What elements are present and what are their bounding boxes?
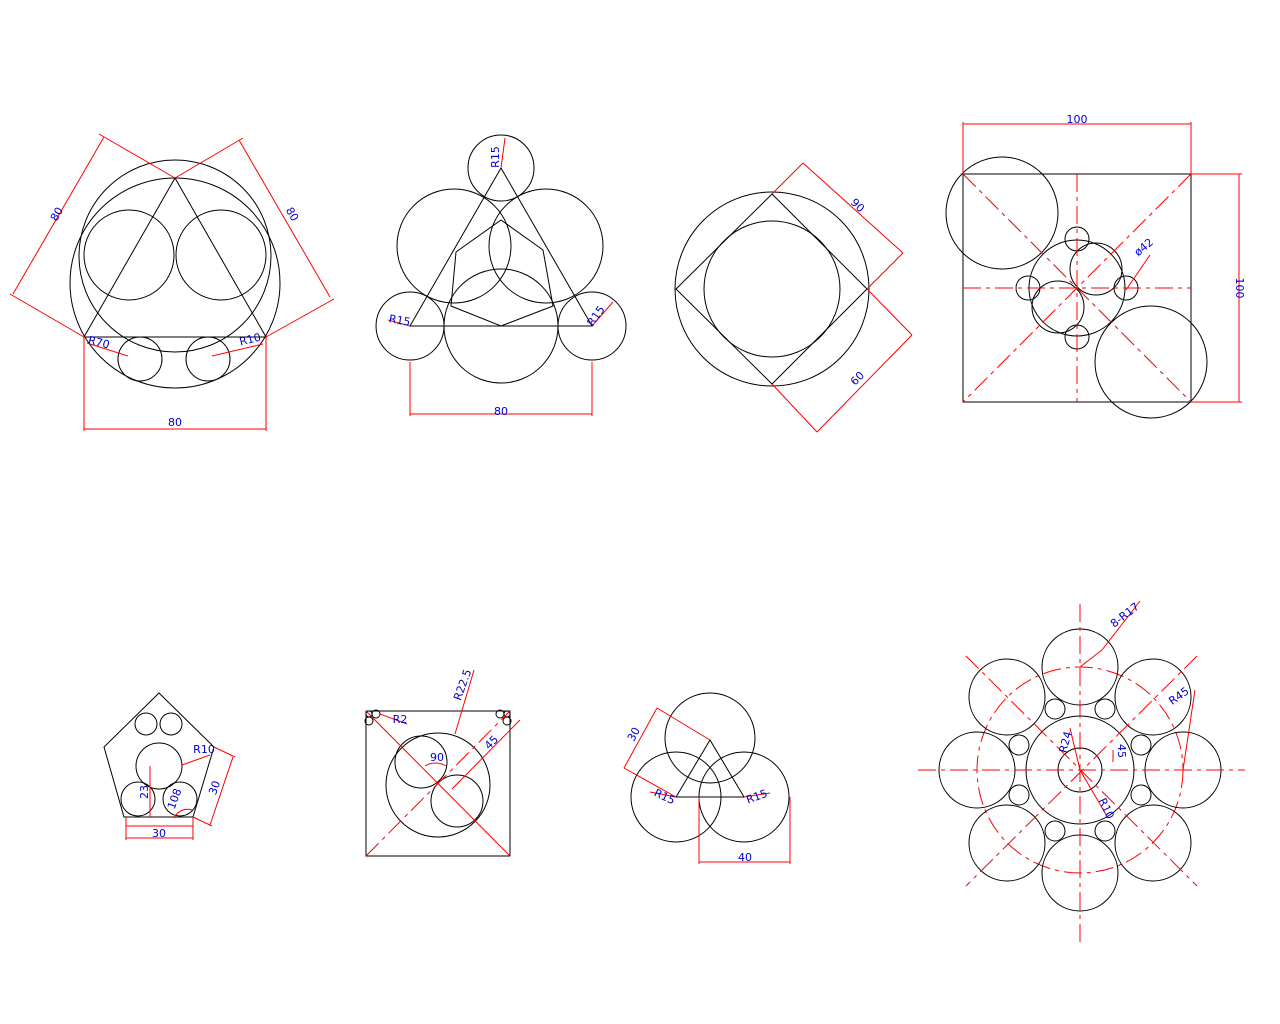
dim-label: 40	[738, 851, 752, 864]
figure-triangle-three-circles: 30 R15 R15 40	[623, 692, 791, 864]
dim-label: R15	[585, 303, 608, 328]
dim-label: ø42	[1132, 236, 1156, 259]
dim-label: 30	[625, 725, 643, 743]
figure-triangle-with-circles: R15 R15 R15 80	[375, 134, 627, 418]
dim-label: R2	[393, 713, 408, 726]
dim-label: 108	[165, 787, 184, 811]
dim-label: R15	[489, 146, 502, 168]
dim-label: 30	[152, 827, 166, 840]
dim-label: R15	[388, 312, 412, 329]
dim-label: 90	[430, 751, 444, 764]
dim-label: 30	[206, 779, 223, 797]
dim-label: R10	[238, 331, 262, 349]
dim-label: 100	[1233, 278, 1246, 299]
figure-triangle-in-circle: 80 80 80 R70 R10	[9, 133, 335, 431]
figure-pentagon-with-circles: R10 30 23 108 30	[103, 692, 236, 840]
dim-label: 60	[848, 369, 867, 388]
figure-square-with-inner-circles: R2 R22.5 90 45	[364, 667, 521, 857]
figure-square-with-circles: 100 100 ø42	[945, 113, 1246, 419]
dim-label: R15	[652, 786, 677, 807]
dim-label: R10	[1096, 796, 1117, 821]
dim-label: 45	[1115, 744, 1128, 758]
dim-label: 100	[1067, 113, 1088, 126]
dim-label: 90	[848, 196, 867, 215]
dim-label: 80	[494, 405, 508, 418]
dim-label: R70	[87, 334, 111, 352]
figure-diamond-in-circles: 90 60	[674, 162, 913, 433]
dim-label: R15	[744, 787, 769, 807]
dim-label: 80	[168, 416, 182, 429]
dim-label: R45	[1166, 685, 1191, 708]
dim-label: 80	[283, 205, 301, 224]
dim-label: R10	[193, 743, 215, 756]
dim-label: R24	[1057, 730, 1075, 754]
figure-circular-pattern: 8-R17 R45 R24 45 R10	[918, 600, 1245, 944]
dim-label: R22.5	[451, 667, 474, 702]
dim-label: 23	[138, 785, 151, 799]
dim-label: 80	[48, 205, 66, 224]
dim-label: 8-R17	[1108, 600, 1142, 630]
